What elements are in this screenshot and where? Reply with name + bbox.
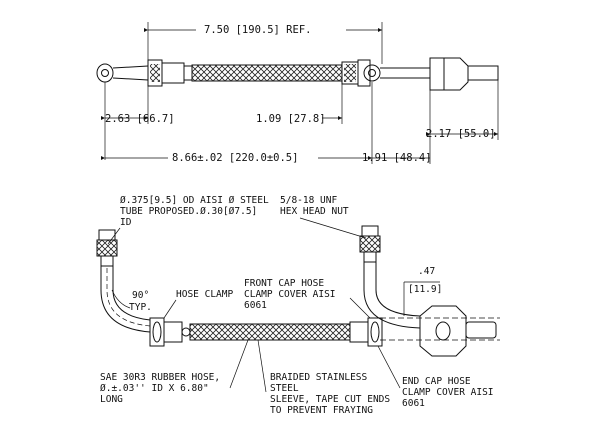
tube-callout-line2: TUBE PROPOSED.Ø.30[Ø7.5] xyxy=(120,206,257,217)
top-view: 7.50 [190.5] REF. 2.63 [66.7] xyxy=(96,22,499,164)
front-cap-leader xyxy=(349,297,371,319)
left-fitting-tip xyxy=(98,229,116,241)
end-hex-nut xyxy=(429,57,469,91)
dim-end-width: 2.17 [55.0] xyxy=(426,128,496,140)
bend-typ: TYP. xyxy=(129,302,152,313)
bottom-left-ferrule xyxy=(163,321,183,343)
left-nut-collar xyxy=(100,255,114,267)
right-bent-tube-inner xyxy=(375,262,421,317)
end-tube-stub xyxy=(467,65,499,81)
total-length-bg xyxy=(168,150,318,164)
braid-leader xyxy=(257,339,267,393)
front-cap-line3: 6061 xyxy=(244,300,267,311)
braid-line3: SLEEVE, TAPE CUT ENDS xyxy=(270,394,390,405)
nut-callout-line1: 5/8-18 UNF xyxy=(280,195,337,206)
dim-right-offset: 1.09 [27.8] xyxy=(256,113,326,125)
rubber-hose-line3: LONG xyxy=(100,394,123,405)
tube-callout-line3: ID xyxy=(120,217,132,228)
left-tube-bottom xyxy=(112,77,149,81)
right-hex-nut xyxy=(359,235,381,253)
right-nut-collar xyxy=(363,251,377,263)
dim-rise-in: .47 xyxy=(418,266,435,277)
left-bent-tube-inner xyxy=(112,266,151,321)
left-ferrule xyxy=(161,62,185,84)
hose-clamp-label: HOSE CLAMP xyxy=(176,289,233,300)
left-bent-tube-outer xyxy=(100,266,151,333)
left-tube-top xyxy=(112,65,149,69)
rubber-hose-line2: Ø.±.03'' ID X 6.80" xyxy=(100,383,209,394)
bottom-right-ferrule xyxy=(349,321,369,343)
braided-hose-top xyxy=(191,64,343,82)
nut-callout-leader xyxy=(299,217,367,239)
end-cap-line3: 6061 xyxy=(402,398,425,409)
tube-callout-line1: Ø.375[9.5] OD AISI Ø STEEL xyxy=(120,195,269,206)
bottom-left-screw xyxy=(181,327,191,337)
end-cap-line1: END CAP HOSE xyxy=(402,376,471,387)
right-fitting-tip xyxy=(361,225,379,237)
right-bent-tube-outer xyxy=(363,262,421,329)
end-cap-leader xyxy=(377,345,401,389)
rubber-hose-line1: SAE 30R3 RUBBER HOSE, xyxy=(100,372,220,383)
left-clamp-knurl xyxy=(150,64,160,82)
left-eye-bore xyxy=(101,69,109,77)
left-tube-centerline xyxy=(106,268,151,327)
right-eye-bore xyxy=(368,69,376,77)
bottom-end-nut xyxy=(419,305,467,357)
right-eye-fitting xyxy=(363,64,381,82)
braid-line1: BRAIDED STAINLESS xyxy=(270,372,368,383)
dim-rise-mm: [11.9] xyxy=(408,284,442,295)
bottom-right-clamp-band xyxy=(370,321,380,343)
dim-overall-ref: 7.50 [190.5] REF. xyxy=(204,24,311,36)
right-clamp-knurl xyxy=(344,64,356,82)
bottom-end-nut-bore xyxy=(435,321,451,341)
bottom-end-tube xyxy=(465,321,497,339)
dim-total-length: 8.66±.02 [220.0±0.5] xyxy=(172,152,298,164)
braided-hose-bottom xyxy=(189,323,351,341)
end-cap-line2: CLAMP COVER AISI xyxy=(402,387,494,398)
braid-line4: TO PREVENT FRAYING xyxy=(270,405,373,416)
right-clamp xyxy=(357,59,371,87)
hose-clamp-leader xyxy=(163,299,177,319)
bottom-left-clamp-band xyxy=(152,321,162,343)
rubber-hose-leader xyxy=(229,339,249,389)
bottom-view: Ø.375[9.5] OD AISI Ø STEEL TUBE PROPOSED… xyxy=(96,195,500,416)
ref-dimension-bg xyxy=(196,22,346,36)
front-cap-line2: CLAMP COVER AISI xyxy=(244,289,336,300)
dim-end-offset: 1.91 [48.4] xyxy=(362,152,432,164)
braid-line2: STEEL xyxy=(270,383,299,394)
left-collar xyxy=(183,65,193,81)
bend-angle: 90° xyxy=(132,290,149,301)
bottom-right-clamp xyxy=(367,317,383,347)
front-cap-line1: FRONT CAP HOSE xyxy=(244,278,324,289)
nut-callout-line2: HEX HEAD NUT xyxy=(280,206,349,217)
bend-angle-arc xyxy=(111,289,131,309)
dim-left-offset: 2.63 [66.7] xyxy=(105,113,175,125)
left-hex-nut xyxy=(96,239,118,257)
left-eye-fitting xyxy=(96,63,114,83)
